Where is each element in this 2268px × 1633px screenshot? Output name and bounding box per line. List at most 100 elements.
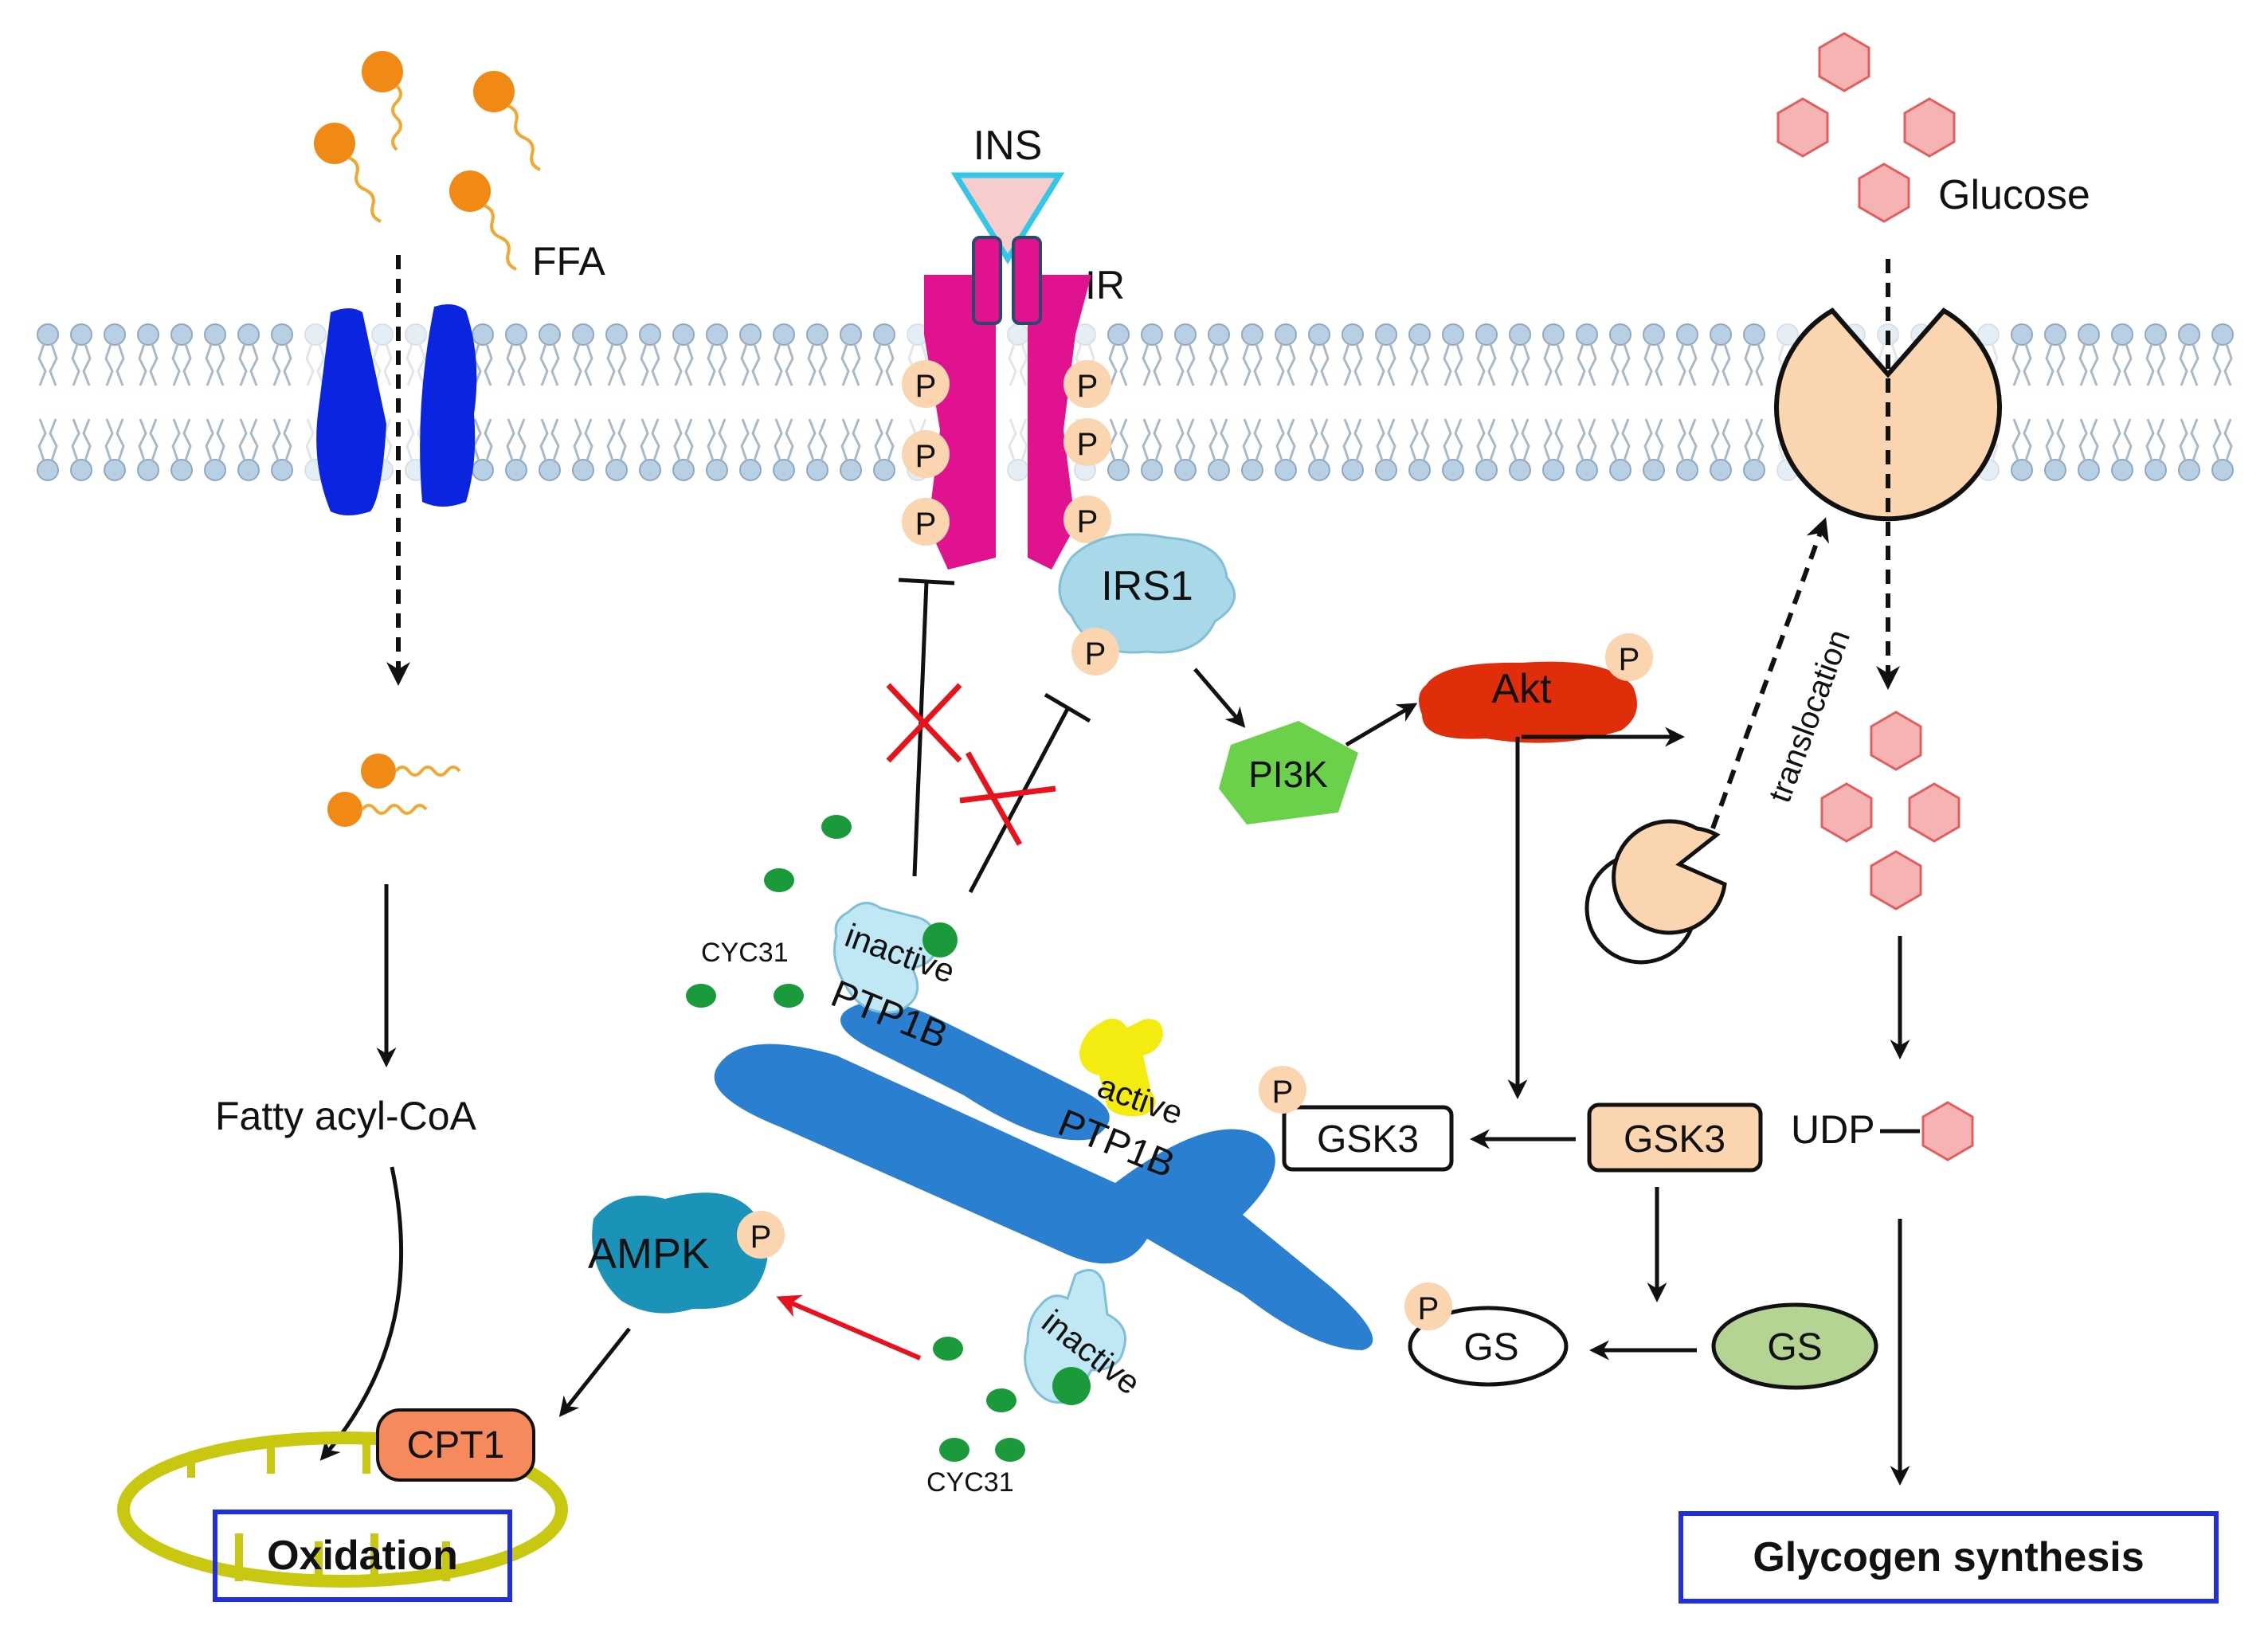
membrane-lipid-outer bbox=[1575, 323, 1599, 387]
membrane-lipid-inner bbox=[538, 417, 562, 482]
cpt1-box: CPT1 bbox=[376, 1408, 535, 1482]
ffa-label: FFA bbox=[532, 239, 605, 284]
svg-text:P: P bbox=[1077, 427, 1099, 462]
ir-label: IR bbox=[1085, 263, 1125, 307]
cyc31-activates-ampk-arrow bbox=[776, 1294, 922, 1361]
akt-phospho bbox=[1605, 633, 1653, 681]
membrane-lipid-inner bbox=[1107, 417, 1130, 482]
membrane-lipid-inner bbox=[1475, 417, 1498, 482]
glucose-molecules-intracellular bbox=[1820, 711, 1961, 910]
membrane-lipid-outer bbox=[2144, 323, 2168, 387]
ir-phospho-right-3: P bbox=[1063, 495, 1111, 543]
insulin-receptor bbox=[924, 236, 1091, 570]
acylcoa-to-mitochondrion-arrow bbox=[319, 1166, 404, 1461]
gs-active: GS bbox=[1711, 1302, 1878, 1390]
translocation-label: translocation bbox=[1762, 625, 1857, 807]
membrane-lipid-outer bbox=[1107, 323, 1130, 387]
membrane-lipid-outer bbox=[605, 323, 629, 387]
membrane-lipid-inner bbox=[1274, 417, 1298, 482]
ins-label: INS bbox=[973, 123, 1043, 169]
membrane-lipid-inner bbox=[2177, 417, 2201, 482]
membrane-lipid-inner bbox=[805, 417, 829, 482]
membrane-lipid-outer bbox=[839, 323, 863, 387]
membrane-lipid-inner bbox=[203, 417, 227, 482]
ffa-molecules bbox=[314, 51, 541, 271]
membrane-lipid-outer bbox=[1608, 323, 1632, 387]
glucose-label: Glucose bbox=[1938, 172, 2090, 218]
ampk-to-cpt1-arrow bbox=[558, 1327, 631, 1417]
svg-text:P: P bbox=[1077, 504, 1099, 539]
irs1-to-pi3k-arrow bbox=[1193, 668, 1246, 728]
ir-phospho-right-1: P bbox=[1063, 360, 1111, 408]
svg-text:P: P bbox=[915, 507, 937, 542]
inactive-ptp1b-bottom: inactive bbox=[1024, 1268, 1148, 1405]
membrane-lipid-inner bbox=[170, 417, 194, 482]
gsk3-phosphorylated: GSK3 P bbox=[1259, 1066, 1454, 1172]
membrane-lipid-inner bbox=[738, 417, 762, 482]
membrane-lipid-outer bbox=[1207, 323, 1231, 387]
membrane-lipid-inner bbox=[1374, 417, 1398, 482]
membrane-lipid-outer bbox=[69, 323, 93, 387]
membrane-lipid-inner bbox=[571, 417, 595, 482]
svg-text:P: P bbox=[915, 439, 937, 474]
membrane-lipid-inner bbox=[2211, 417, 2235, 482]
akt-node: Akt P bbox=[1419, 633, 1653, 743]
membrane-lipid-inner bbox=[2144, 417, 2168, 482]
membrane-lipid-outer bbox=[1408, 323, 1432, 387]
membrane-lipid-outer bbox=[1274, 323, 1298, 387]
glucose-molecules-extracellular bbox=[1776, 32, 1956, 223]
cyc31-particles-top bbox=[686, 815, 852, 1008]
membrane-lipid-outer bbox=[772, 323, 796, 387]
membrane-lipid-inner bbox=[1441, 417, 1465, 482]
membrane-lipid-outer bbox=[1341, 323, 1365, 387]
membrane-lipid-inner bbox=[1541, 417, 1565, 482]
gs-label: GS bbox=[1767, 1326, 1822, 1369]
ampk-label: AMPK bbox=[588, 1230, 710, 1278]
membrane-lipid-outer bbox=[1140, 323, 1164, 387]
gsk3-p-label: GSK3 bbox=[1317, 1118, 1419, 1161]
inactive-ptp1b-top: inactive PTP1B bbox=[825, 902, 960, 1057]
cpt1-label: CPT1 bbox=[407, 1424, 505, 1467]
membrane-lipid-outer bbox=[1709, 323, 1733, 387]
membrane-lipid-outer bbox=[170, 323, 194, 387]
membrane-lipid-outer bbox=[1742, 323, 1766, 387]
cyc31-top-label: CYC31 bbox=[701, 938, 789, 968]
membrane-lipid-outer bbox=[738, 323, 762, 387]
membrane-lipid-outer bbox=[2110, 323, 2134, 387]
membrane-lipid-inner bbox=[1240, 417, 1264, 482]
membrane-lipid-inner bbox=[1207, 417, 1231, 482]
irs1-label: IRS1 bbox=[1101, 563, 1193, 609]
membrane-lipid-inner bbox=[1341, 417, 1365, 482]
glycogen-synthesis-box: Glycogen synthesis bbox=[1678, 1511, 2219, 1604]
membrane-lipid-inner bbox=[772, 417, 796, 482]
membrane-lipid-inner bbox=[471, 417, 495, 482]
gs-phosphorylated: GS P bbox=[1404, 1283, 1569, 1387]
gs-phospho-label: P bbox=[1418, 1291, 1440, 1326]
membrane-lipid-inner bbox=[839, 417, 863, 482]
irs1-node: IRS1 P bbox=[1058, 533, 1236, 676]
membrane-lipid-inner bbox=[705, 417, 729, 482]
membrane-lipid-outer bbox=[872, 323, 896, 387]
cyc31-bottom-label: CYC31 bbox=[926, 1467, 1014, 1498]
ir-phospho-left-3: P bbox=[902, 498, 950, 546]
cyc31-particles-bottom bbox=[933, 1337, 1025, 1462]
membrane-lipid-outer bbox=[538, 323, 562, 387]
membrane-lipid-outer bbox=[270, 323, 294, 387]
membrane-lipid-inner bbox=[672, 417, 695, 482]
membrane-lipid-inner bbox=[1642, 417, 1666, 482]
membrane-lipid-outer bbox=[504, 323, 528, 387]
membrane-lipid-outer bbox=[805, 323, 829, 387]
pi3k-to-akt-arrow bbox=[1345, 703, 1418, 747]
pi3k-node: PI3K bbox=[1219, 721, 1358, 824]
glut-vesicle bbox=[1584, 819, 1727, 965]
udp-label: UDP bbox=[1791, 1107, 1875, 1152]
membrane-lipid-inner bbox=[1006, 417, 1030, 482]
membrane-lipid-outer bbox=[2043, 323, 2067, 387]
membrane-lipid-inner bbox=[270, 417, 294, 482]
membrane-lipid-outer bbox=[1475, 323, 1498, 387]
membrane-lipid-inner bbox=[1575, 417, 1599, 482]
insulin-triangle bbox=[950, 172, 1065, 264]
membrane-lipid-inner bbox=[2110, 417, 2134, 482]
gsk3-active: GSK3 bbox=[1587, 1102, 1763, 1173]
membrane-lipid-inner bbox=[605, 417, 629, 482]
